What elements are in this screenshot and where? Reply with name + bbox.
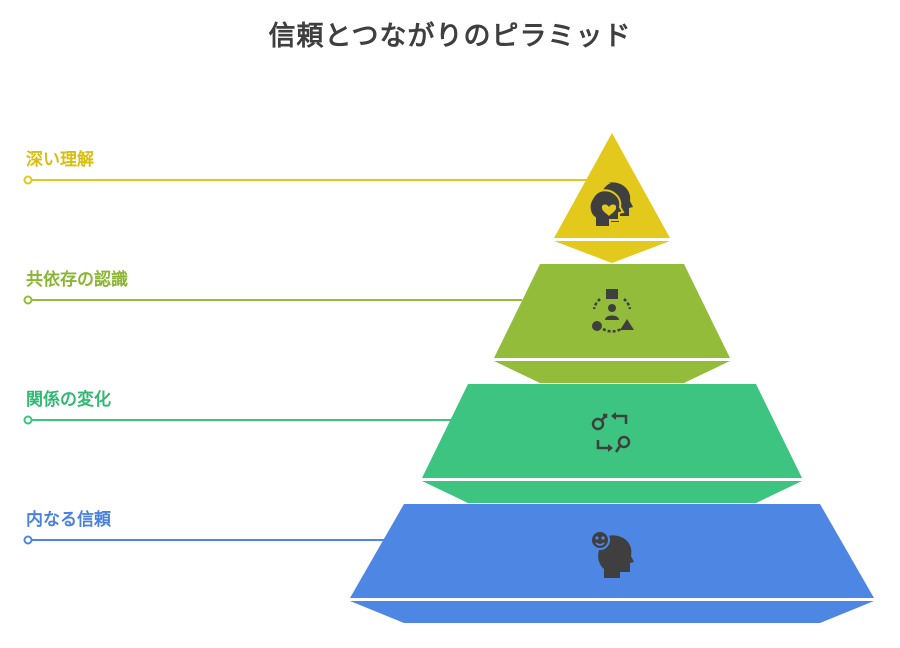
level-label-deep-understanding: 深い理解 [26, 150, 94, 170]
pyramid-level-codependence [494, 264, 730, 383]
level-label-relationship-change: 関係の変化 [26, 390, 111, 410]
diagram-title: 信頼とつながりのピラミッド [268, 21, 632, 52]
pyramid-level-relationship-change [422, 384, 802, 503]
network-user-icon [592, 289, 634, 333]
level-label-inner-trust: 内なる信頼 [26, 510, 111, 530]
connector-line-deep-understanding [23, 175, 590, 185]
connector-line-relationship-change [23, 415, 458, 425]
connector-line-inner-trust [23, 535, 390, 545]
heart-head-icon [588, 182, 633, 228]
connector-line-codependence [23, 295, 522, 305]
level-label-codependence: 共依存の認識 [26, 270, 128, 290]
change-arrows-icon [591, 412, 631, 453]
smiling-head-icon [590, 530, 634, 578]
